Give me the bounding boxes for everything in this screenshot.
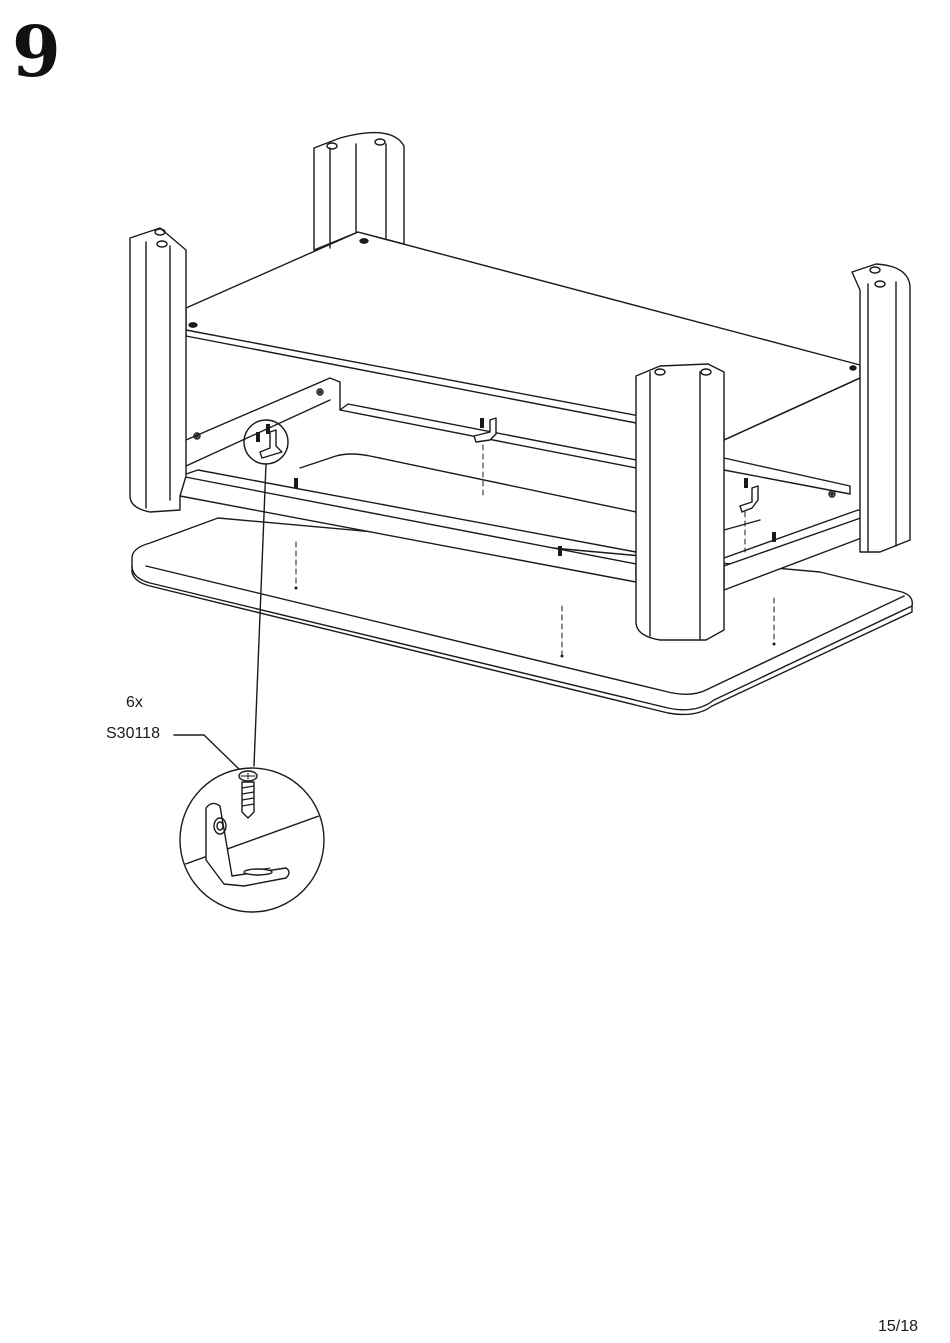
callout-leader — [174, 735, 240, 770]
shelf-board — [186, 232, 860, 440]
leg-front-left — [130, 228, 186, 512]
leg-back-left — [314, 133, 404, 250]
leg-front-right — [636, 364, 724, 640]
quantity-label: 6x — [126, 694, 143, 712]
page-number: 15/18 — [878, 1318, 918, 1336]
leg-back-right — [852, 264, 910, 552]
detail-zoom — [180, 768, 330, 912]
part-code-label: S30118 — [106, 725, 160, 743]
